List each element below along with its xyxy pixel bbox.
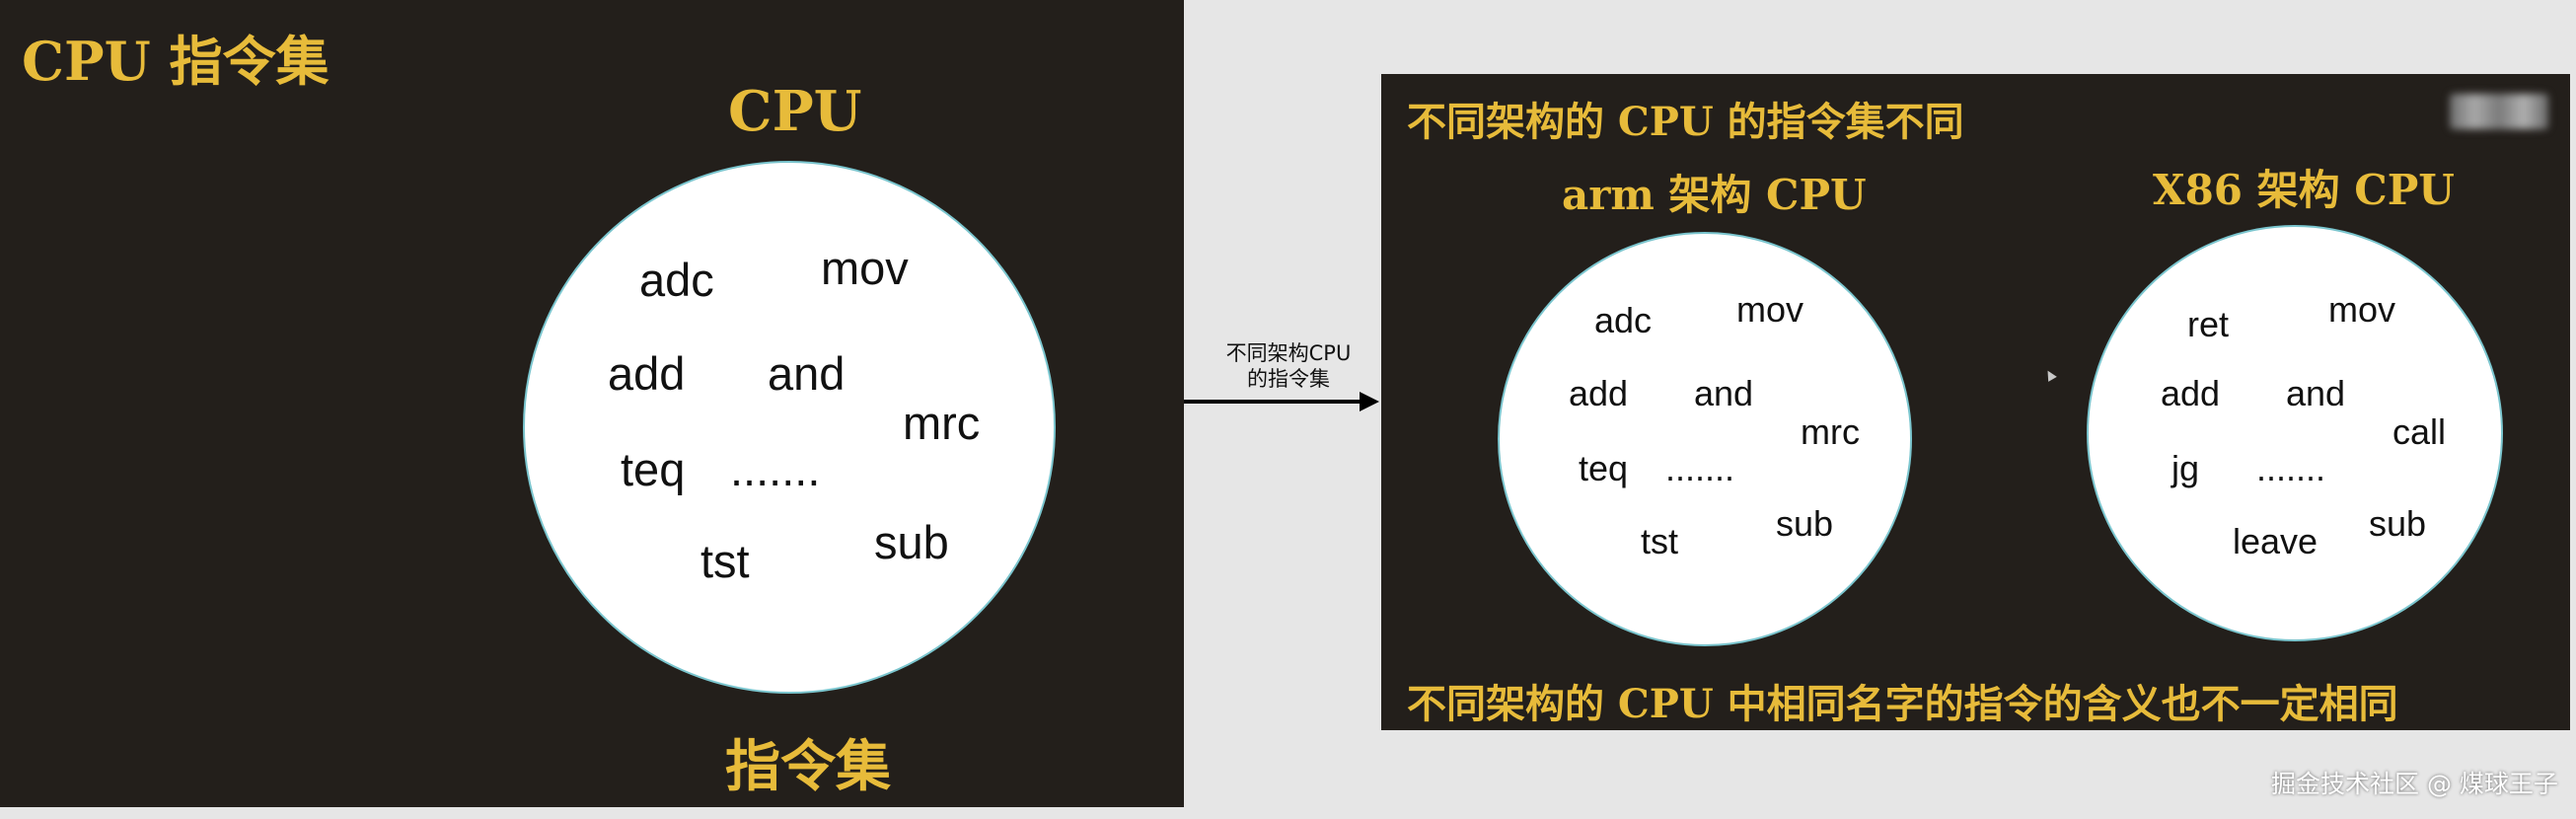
comparison-title: 不同架构的 CPU 的指令集不同 — [1407, 99, 1964, 145]
instruction-label: add — [1569, 373, 1629, 413]
instruction-label: add — [608, 347, 686, 400]
comparison-footer: 不同架构的 CPU 中相同名字的指令的含义也不一定相同 — [1407, 681, 2398, 727]
slide-title: CPU 指令集 — [22, 30, 330, 93]
right-arrow-icon — [1184, 392, 1379, 411]
arm-cpu-label: arm 架构 CPU — [1562, 171, 1867, 219]
instruction-label: mov — [821, 242, 909, 294]
instruction-label: ....... — [1665, 448, 1735, 488]
instruction-label: add — [2161, 373, 2221, 413]
arrow-label: 不同架构CPU 的指令集 — [1206, 340, 1371, 392]
instruction-label: tst — [1641, 521, 1679, 561]
instruction-label: adc — [1594, 300, 1653, 340]
instruction-label: mrc — [1801, 411, 1860, 452]
instruction-label: ....... — [2256, 448, 2326, 488]
instruction-label: ret — [2187, 304, 2230, 344]
x86-instruction-circle: ret mov add and call jg ....... leave su… — [2087, 225, 2503, 641]
instruction-label: leave — [2233, 521, 2318, 561]
instruction-label: mov — [1736, 289, 1804, 330]
instruction-label: mov — [2328, 289, 2396, 330]
cpu-label: CPU — [728, 79, 862, 144]
x86-cpu-label: X86 架构 CPU — [2153, 166, 2455, 214]
instruction-label: adc — [639, 254, 714, 306]
instruction-set-circle: adc mov add and mrc teq ....... tst sub — [523, 161, 1056, 694]
instruction-label: and — [768, 347, 846, 400]
right-slide-panel: 不同架构的 CPU 的指令集不同 arm 架构 CPU X86 架构 CPU a… — [1381, 74, 2570, 730]
arrow-label-line-1: 不同架构CPU — [1225, 341, 1352, 365]
left-slide-panel: CPU 指令集 CPU adc mov add and mrc teq ....… — [0, 0, 1184, 807]
instruction-label: sub — [2369, 503, 2427, 544]
instruction-label: sub — [1776, 503, 1834, 544]
instruction-label: and — [2286, 373, 2346, 413]
instruction-label: ....... — [730, 443, 821, 495]
instruction-label: jg — [2171, 448, 2200, 488]
blurred-logo — [2450, 94, 2548, 129]
arm-instruction-circle: adc mov add and mrc teq ....... tst sub — [1498, 232, 1912, 646]
instruction-label: mrc — [903, 397, 981, 449]
instruction-label: teq — [1579, 448, 1629, 488]
instruction-label: tst — [700, 535, 750, 587]
instruction-label: teq — [621, 443, 686, 495]
instruction-label: sub — [874, 516, 949, 568]
instruction-label: and — [1694, 373, 1754, 413]
instruction-set-label: 指令集 — [725, 734, 891, 799]
instruction-label: call — [2392, 411, 2447, 452]
watermark: 掘金技术社区 @ 煤球王子 — [2271, 770, 2558, 798]
arrow-label-line-2: 的指令集 — [1247, 367, 1330, 391]
